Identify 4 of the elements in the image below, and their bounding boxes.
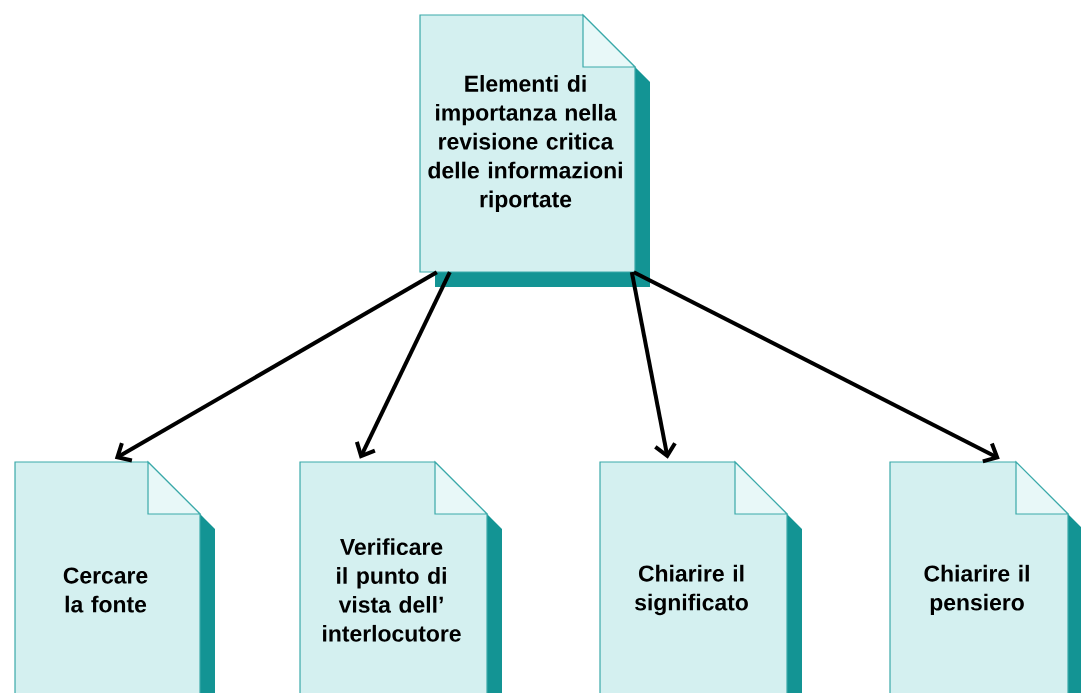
arrow [629, 271, 677, 459]
arrow [114, 270, 438, 463]
arrow [354, 271, 452, 459]
arrow [632, 270, 1000, 464]
